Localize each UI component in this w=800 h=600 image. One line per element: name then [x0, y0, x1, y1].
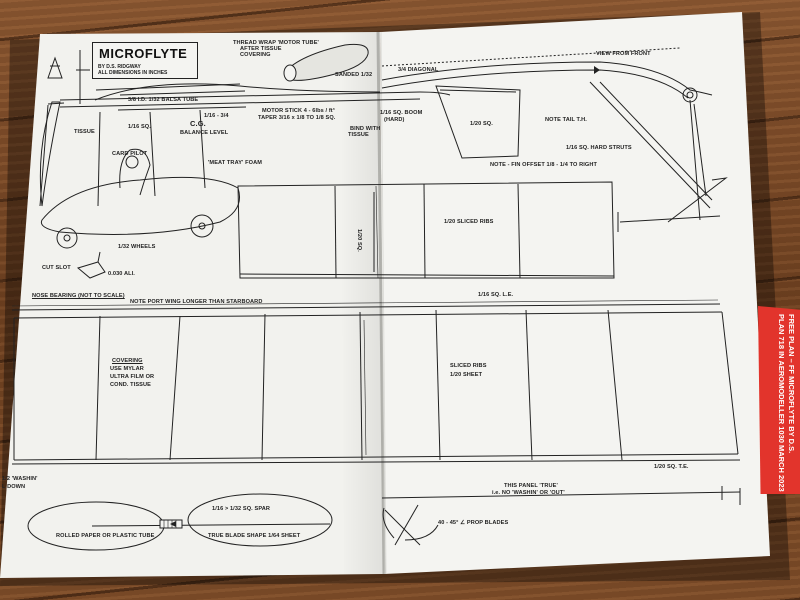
label-sliced-ribs: SLICED RIBS — [450, 363, 487, 369]
label-taper: TAPER 3/16 x 1/8 TO 1/8 SQ. — [258, 115, 336, 121]
label-down: L DOWN — [2, 484, 26, 490]
label-tissue-2: TISSUE — [348, 132, 369, 138]
label-nose-bearing: NOSE BEARING (NOT TO SCALE) — [32, 293, 125, 299]
label-le: 1/16 SQ. L.E. — [478, 292, 514, 298]
plan-title: MICROFLYTE — [99, 46, 188, 61]
label-cond-tissue: COND. TISSUE — [110, 382, 151, 388]
label-sanded: SANDED 1/32 — [335, 72, 373, 78]
label-cg-dims: 1/16 - 3/4 — [204, 113, 229, 119]
label-after-tissue: AFTER TISSUE — [240, 46, 282, 52]
label-covering-top: COVERING — [240, 52, 271, 58]
label-note-port: NOTE PORT WING LONGER THAN STARBOARD — [130, 299, 263, 305]
label-balance-level: BALANCE LEVEL — [180, 130, 229, 136]
label-bind-with: BIND WITH — [350, 126, 381, 132]
label-tissue: TISSUE — [74, 129, 95, 135]
label-cg: C.G. — [190, 119, 206, 128]
plan-dimensions-note: ALL DIMENSIONS IN INCHES — [98, 70, 168, 76]
side-tab-line-2: PLAN 718 IN AEROMODELLER 1030 MARCH 2023 — [777, 314, 786, 492]
label-prop-blades: 40 - 45° ∠ PROP BLADES — [438, 520, 509, 526]
label-hard-struts: 1/16 SQ. HARD STRUTS — [566, 145, 632, 151]
label-cut-slot: CUT SLOT — [42, 265, 71, 271]
label-spar: 1/16 > 1/32 SQ. SPAR — [212, 506, 271, 512]
label-no-washin: i.e. NO 'WASHIN' OR 'OUT' — [492, 490, 565, 496]
label-covering-head: COVERING — [112, 358, 143, 364]
right-page — [380, 12, 770, 574]
label-ali: 0.030 ALI. — [108, 271, 135, 277]
label-ultra-film: ULTRA FILM OR — [110, 374, 155, 380]
label-card-pilot: CARD PILOT — [112, 151, 148, 157]
label-blade-shape: TRUE BLADE SHAPE 1/64 SHEET — [208, 533, 301, 539]
label-116-sq-a: 1/16 SQ. — [128, 124, 151, 130]
plan-byline: BY D.S. RIDGWAY — [98, 64, 141, 70]
label-wheels: 1/32 WHEELS — [118, 244, 156, 250]
label-sheet-120: 1/20 SHEET — [450, 372, 483, 378]
label-meat-tray: 'MEAT TRAY' FOAM — [208, 160, 262, 166]
label-120-sq-tail: 1/20 SQ. — [356, 229, 362, 252]
label-hard: (HARD) — [384, 117, 405, 123]
label-view-from-front: VIEW FROM FRONT — [596, 51, 651, 57]
label-sliced-ribs-tail: 1/20 SLICED RIBS — [444, 219, 494, 225]
label-diagonal: 3/4 DIAGONAL — [398, 67, 439, 73]
label-note-fin: NOTE - FIN OFFSET 1/8 - 1/4 TO RIGHT — [490, 162, 597, 168]
label-boom: 1/16 SQ. BOOM — [380, 110, 423, 116]
left-page — [0, 32, 384, 578]
side-tab-text: FREE PLAN – FF MICROFLYTE BY D.S. PLAN 7… — [762, 314, 796, 494]
label-panel-true: THIS PANEL 'TRUE' — [504, 483, 558, 489]
side-tab-line-1: FREE PLAN – FF MICROFLYTE BY D.S. — [787, 314, 796, 454]
label-rolled-paper: ROLLED PAPER OR PLASTIC TUBE — [56, 533, 155, 539]
label-thread-wrap: THREAD WRAP 'MOTOR TUBE' — [233, 40, 319, 46]
label-balsa-tube: 3/8 I.D. 1/32 BALSA TUBE — [128, 97, 199, 103]
red-side-tab: FREE PLAN – FF MICROFLYTE BY D.S. PLAN 7… — [758, 306, 800, 494]
plan-title-box: MICROFLYTE BY D.S. RIDGWAY ALL DIMENSION… — [92, 42, 198, 79]
label-washin: 1/2 'WASHIN' — [2, 476, 38, 482]
label-use-mylar: USE MYLAR — [110, 366, 144, 372]
label-motor-stick: MOTOR STICK 4 - 6lbs / ft³ — [262, 108, 335, 114]
label-120-sq: 1/20 SQ. — [470, 121, 493, 127]
label-te: 1/20 SQ. T.E. — [654, 464, 689, 470]
label-note-tail: NOTE TAIL T.H. — [545, 117, 587, 123]
